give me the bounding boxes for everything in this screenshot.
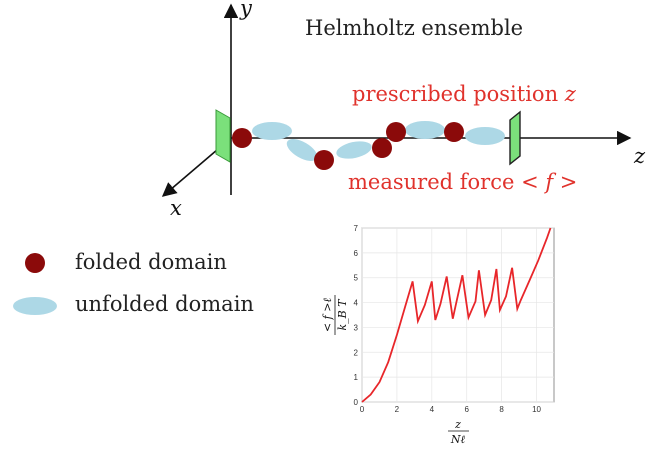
- prescribed-text: prescribed position: [352, 82, 565, 106]
- chart-ytick-label: 0: [354, 398, 359, 407]
- chart-xtick-label: 2: [395, 405, 400, 414]
- diagram-title: Helmholtz ensemble: [305, 16, 524, 40]
- chart-xtick-label: 6: [465, 405, 470, 414]
- right-clamp: [509, 110, 521, 166]
- unfolded-domain: [286, 139, 318, 161]
- folded-domain: [372, 138, 392, 158]
- chart-ylabel-numerator: < f >ℓ: [321, 298, 334, 332]
- measured-text: measured force: [348, 170, 522, 194]
- chart-ytick-label: 4: [354, 299, 359, 308]
- chart-ytick-label: 7: [354, 224, 359, 233]
- unfolded-domain: [336, 141, 372, 159]
- chart-ytick-label: 6: [354, 249, 359, 258]
- chart-xtick-label: 10: [532, 405, 541, 414]
- y-axis-label: y: [240, 0, 252, 20]
- legend-folded-marker: [25, 253, 45, 273]
- legend-unfolded-label: unfolded domain: [75, 292, 254, 316]
- unfolded-domain: [465, 127, 505, 145]
- prescribed-position-label: prescribed position z: [352, 82, 576, 106]
- unfolded-domain: [405, 121, 445, 139]
- prescribed-variable: z: [564, 82, 576, 106]
- force-extension-chart: 0 2 4 6 8 10 0 1 2 3 4 5 6 7 z Nℓ < f >ℓ k_B T: [321, 224, 555, 446]
- chart-xtick-label: 8: [499, 405, 504, 414]
- folded-domain: [232, 128, 252, 148]
- legend-unfolded-marker: [13, 297, 57, 315]
- chart-ytick-label: 1: [354, 373, 359, 382]
- chart-ytick-label: 3: [354, 323, 359, 332]
- legend-folded-label: folded domain: [75, 250, 227, 274]
- measured-force-label: measured force < f >: [348, 170, 577, 194]
- left-clamp: [215, 109, 231, 163]
- chart-ytick-label: 2: [354, 348, 359, 357]
- measured-variable: < f >: [521, 170, 578, 194]
- chart-ytick-label: 5: [354, 274, 359, 283]
- chart-ylabel-denominator: k_B T: [336, 298, 349, 331]
- chart-xlabel-denominator: Nℓ: [450, 433, 466, 446]
- folded-domain: [444, 122, 464, 142]
- chart-xtick-label: 0: [360, 405, 365, 414]
- chart-series-line: [361, 227, 552, 403]
- unfolded-domain: [252, 122, 292, 140]
- folded-domain: [314, 150, 334, 170]
- chart-frame: [361, 227, 555, 403]
- chart-xtick-label: 4: [430, 405, 435, 414]
- chart-xlabel-numerator: z: [454, 418, 461, 431]
- folded-domain: [386, 122, 406, 142]
- x-axis-label: x: [170, 196, 182, 220]
- z-axis-label: z: [634, 144, 646, 168]
